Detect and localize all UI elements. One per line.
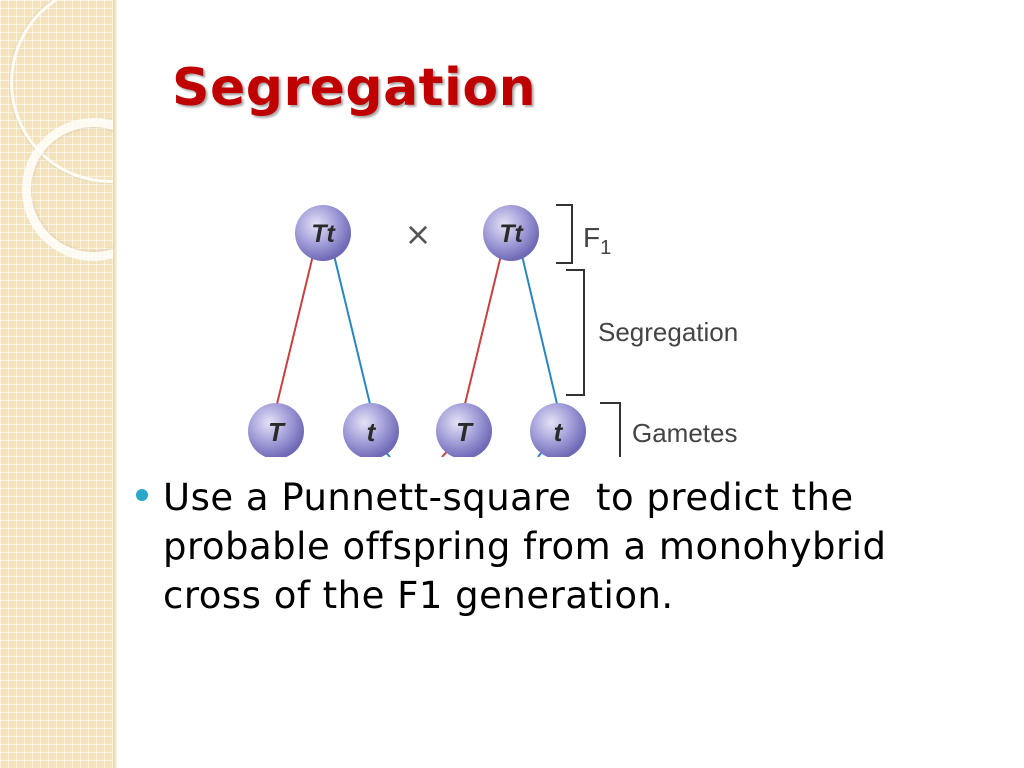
- bullet-list: Use a Punnett-square to predict the prob…: [133, 473, 973, 620]
- parent-genotype-circle: Tt: [295, 205, 351, 261]
- f1-label: F1: [583, 222, 611, 259]
- parent-genotype-circle: Tt: [483, 205, 539, 261]
- parent-genotype-label: Tt: [311, 220, 336, 248]
- gametes-label: Gametes: [632, 418, 738, 448]
- gamete-circle: t: [530, 403, 586, 457]
- f1-bracket: [556, 204, 573, 264]
- gamete-label: T: [268, 417, 286, 447]
- gametes-bracket: [600, 402, 621, 457]
- bullet-item: Use a Punnett-square to predict the prob…: [133, 473, 973, 620]
- cross-symbol: ×: [405, 215, 432, 253]
- parent-genotype-label: Tt: [499, 220, 524, 248]
- gamete-circle: t: [343, 403, 399, 457]
- segregation-line-red: [275, 246, 316, 409]
- bullet-text: Use a Punnett-square to predict the prob…: [163, 476, 899, 617]
- bullet-dot-icon: [136, 489, 148, 501]
- gamete-label: t: [554, 417, 564, 447]
- slide-title: Segregation: [172, 58, 537, 118]
- gamete-circle: T: [436, 403, 492, 457]
- f1-label-subscript: 1: [600, 237, 611, 259]
- gamete-label: T: [456, 417, 474, 447]
- f1-label-letter: F: [583, 222, 600, 253]
- segregation-line-red: [463, 246, 504, 409]
- segregation-bracket: [566, 269, 585, 396]
- segregation-diagram: Tt × Tt T t T t F1 Segregation Gametes: [248, 204, 738, 457]
- segregation-line-blue: [519, 246, 559, 409]
- sidebar-edge: [113, 0, 117, 768]
- segregation-line-blue: [331, 246, 372, 409]
- segregation-label: Segregation: [598, 317, 738, 347]
- gamete-circle: T: [248, 403, 304, 457]
- decorative-sidebar: [0, 0, 113, 768]
- gamete-label: t: [367, 417, 377, 447]
